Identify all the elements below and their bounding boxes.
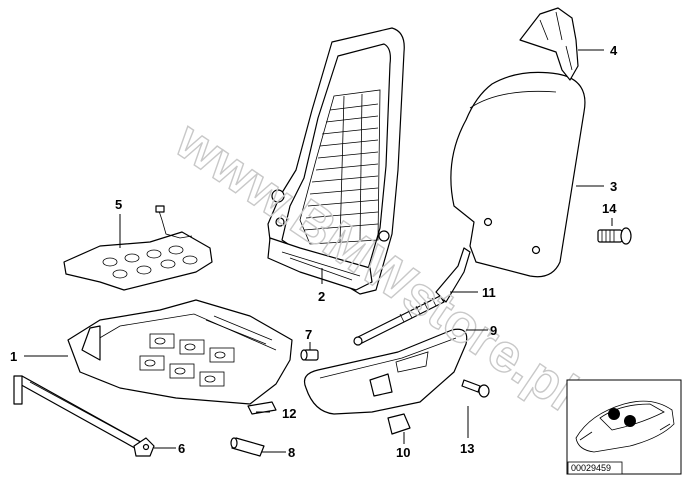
small-pad [247, 401, 277, 415]
callout-12: 12 [282, 406, 296, 421]
side-trim-cover [303, 328, 468, 415]
callout-14: 14 [602, 201, 617, 216]
switch-knob [387, 413, 411, 435]
callout-7: 7 [305, 327, 312, 342]
cylindrical-bolt [300, 349, 319, 361]
headrest-guide-trim [519, 7, 579, 81]
callout-11: 11 [482, 285, 496, 300]
backrest-adjuster-spindle [353, 247, 471, 346]
callout-5: 5 [115, 197, 122, 212]
seat-base-frame [67, 299, 293, 405]
callout-9: 9 [490, 323, 497, 338]
screw [461, 379, 490, 398]
callout-6: 6 [178, 441, 185, 456]
callout-2: 2 [318, 289, 325, 304]
callout-8: 8 [288, 445, 295, 460]
inset-car-thumbnail: 00029459 [566, 379, 682, 475]
callout-4: 4 [610, 43, 618, 58]
seat-rail-bar [13, 375, 155, 457]
tube-sleeve [230, 437, 265, 457]
callout-13: 13 [460, 441, 474, 456]
seat-heating-mat [63, 205, 213, 291]
seat-location-marker [608, 408, 620, 420]
seat-back-frame [267, 27, 405, 295]
reference-code: 00029459 [571, 463, 611, 473]
spring-screw [597, 227, 632, 245]
leader-lines [24, 49, 613, 453]
seat-location-marker [624, 415, 636, 427]
backrest-cover-panel [450, 71, 586, 278]
callout-1: 1 [10, 349, 17, 364]
callout-labels: 1 2 3 4 5 6 7 8 9 10 11 12 13 14 [10, 43, 618, 460]
callout-3: 3 [610, 179, 617, 194]
callout-10: 10 [396, 445, 410, 460]
